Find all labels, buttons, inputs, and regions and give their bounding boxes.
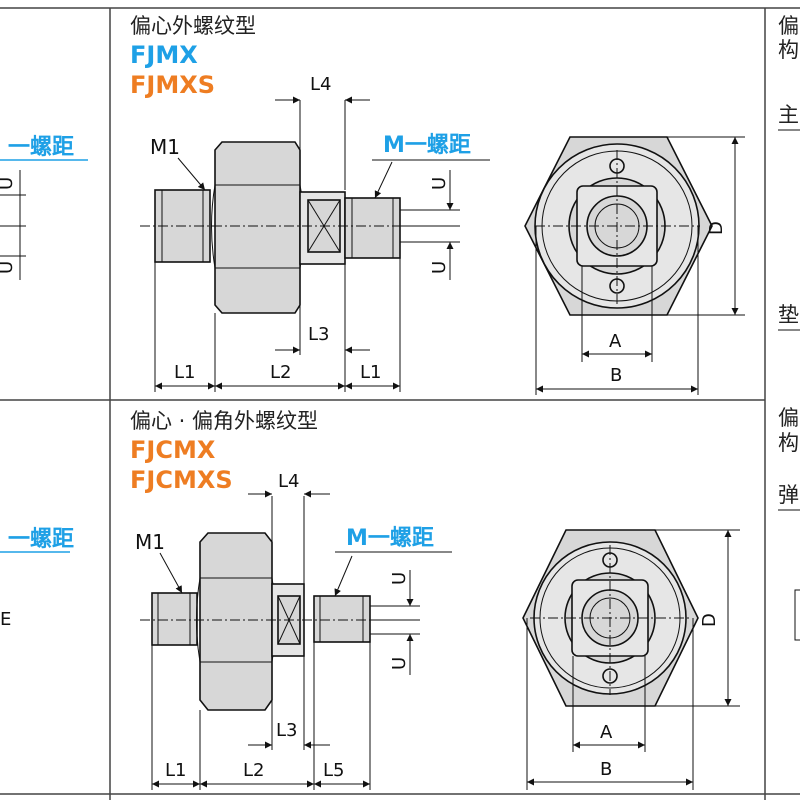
bottom-a-label: A	[600, 722, 613, 743]
bottom-right-cut-1: 偏	[778, 406, 799, 430]
bottom-code-orange-2: FJCMXS	[130, 466, 233, 494]
top-l2: L2	[270, 362, 291, 383]
top-right-cut-4: 垫	[778, 303, 799, 327]
left-cut-bottom: E	[0, 609, 11, 630]
top-right-cut-2: 构	[778, 38, 799, 62]
bottom-d-label: D	[699, 613, 720, 627]
top-d-label: D	[706, 221, 727, 235]
top-l3-label: L3	[308, 324, 329, 345]
bottom-l2: L2	[243, 760, 264, 781]
bottom-u-bottom: U	[389, 657, 410, 670]
top-code-orange: FJMXS	[130, 71, 215, 99]
bottom-l4-label: L4	[278, 471, 299, 492]
top-front-view	[524, 136, 713, 316]
left-u-top: U	[0, 177, 17, 190]
top-u-top: U	[429, 177, 450, 190]
bottom-pitch-label: M一螺距	[346, 526, 434, 551]
bottom-right-cut-3: 弹	[778, 483, 799, 507]
bottom-front-view	[522, 529, 699, 707]
bottom-l1: L1	[165, 760, 186, 781]
top-title: 偏心外螺纹型	[130, 14, 256, 38]
bottom-l5: L5	[323, 760, 344, 781]
bottom-b-label: B	[600, 759, 612, 780]
top-right-cut-1: 偏	[778, 14, 799, 38]
top-l1-left: L1	[174, 362, 195, 383]
bottom-u-top: U	[389, 572, 410, 585]
top-pitch-label: M一螺距	[383, 133, 471, 158]
bottom-l3-label: L3	[276, 720, 297, 741]
left-u-bottom: U	[0, 261, 17, 274]
top-l1-right: L1	[360, 362, 381, 383]
top-u-bottom: U	[429, 261, 450, 274]
left-pitch-label-bottom: 一螺距	[8, 527, 74, 552]
top-a-label: A	[609, 331, 622, 352]
top-side-view	[140, 141, 410, 314]
left-pitch-label-top: 一螺距	[8, 135, 74, 160]
bottom-code-orange-1: FJCMX	[130, 436, 216, 464]
bottom-m1-label: M1	[135, 530, 165, 554]
bottom-side-view	[140, 532, 390, 711]
top-code-blue: FJMX	[130, 41, 198, 69]
top-m1-label: M1	[150, 135, 180, 159]
bottom-right-cut-2: 构	[778, 431, 799, 455]
frame	[0, 7, 800, 800]
top-right-cut-3: 主	[778, 103, 799, 127]
top-b-label: B	[610, 365, 622, 386]
bottom-title: 偏心 · 偏角外螺纹型	[130, 409, 318, 433]
top-l4-label: L4	[310, 74, 331, 95]
